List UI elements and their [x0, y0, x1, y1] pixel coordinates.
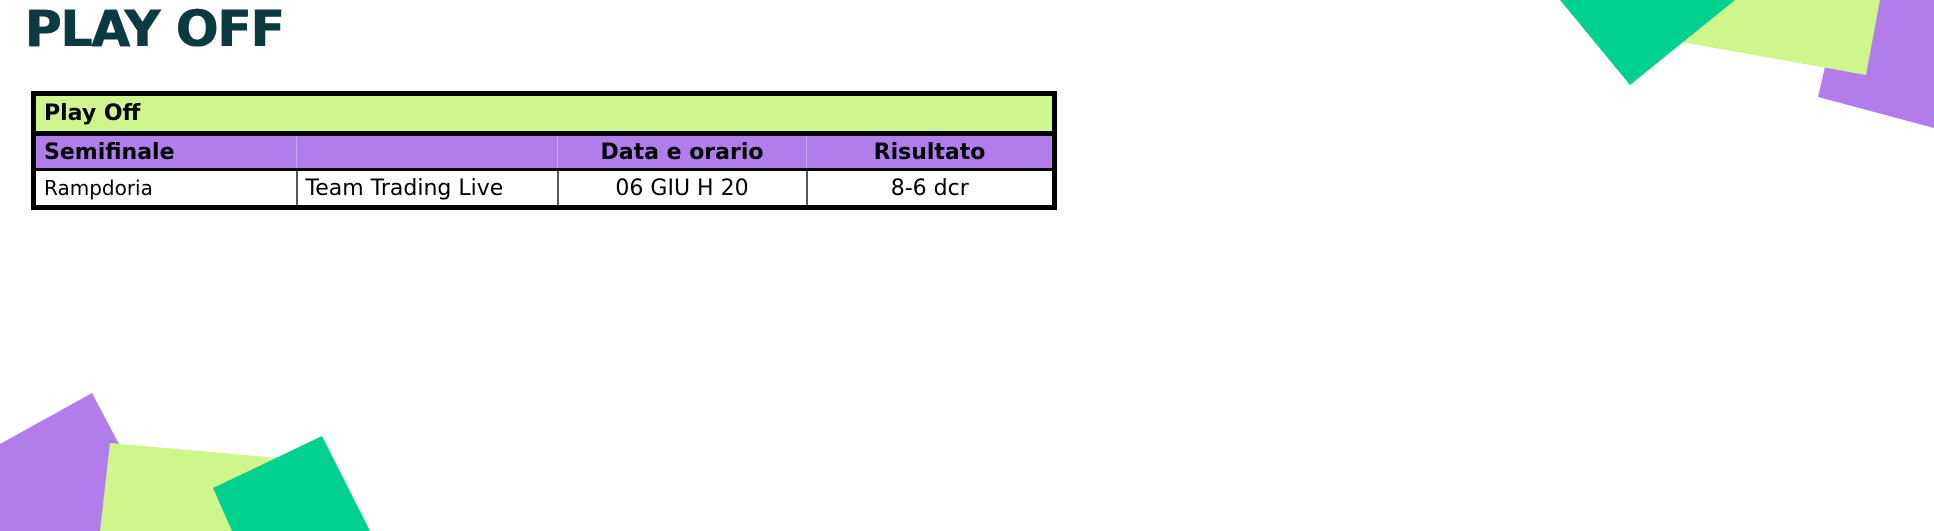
header-datetime: Data e orario — [557, 133, 807, 171]
page-title: PLAY OFF — [25, 0, 285, 58]
cell-result: 8-6 dcr — [806, 169, 1055, 208]
cell-away-team: Team Trading Live — [296, 169, 559, 208]
cell-datetime: 06 GIU H 20 — [557, 169, 808, 208]
deco-lime-shape-bottom-left — [100, 443, 300, 531]
deco-green-shape-top-right — [1560, 0, 1735, 85]
deco-purple-shape-bottom-left — [0, 393, 165, 531]
header-result: Risultato — [806, 133, 1055, 171]
table-title-row: Play Off — [33, 93, 1055, 136]
table-row: Rampdoria Team Trading Live 06 GIU H 20 … — [33, 169, 1055, 208]
table-header-row: Semifinale Data e orario Risultato — [33, 133, 1055, 171]
deco-lime-shape-top-right — [1670, 0, 1880, 75]
table-title: Play Off — [33, 93, 1055, 136]
deco-purple-shape-top-right — [1818, 0, 1934, 128]
header-round: Semifinale — [33, 133, 297, 171]
deco-green-shape-bottom-left — [213, 436, 370, 531]
playoff-table: Play Off Semifinale Data e orario Risult… — [31, 91, 1058, 210]
header-opponent — [296, 133, 558, 171]
cell-home-team: Rampdoria — [33, 169, 298, 208]
